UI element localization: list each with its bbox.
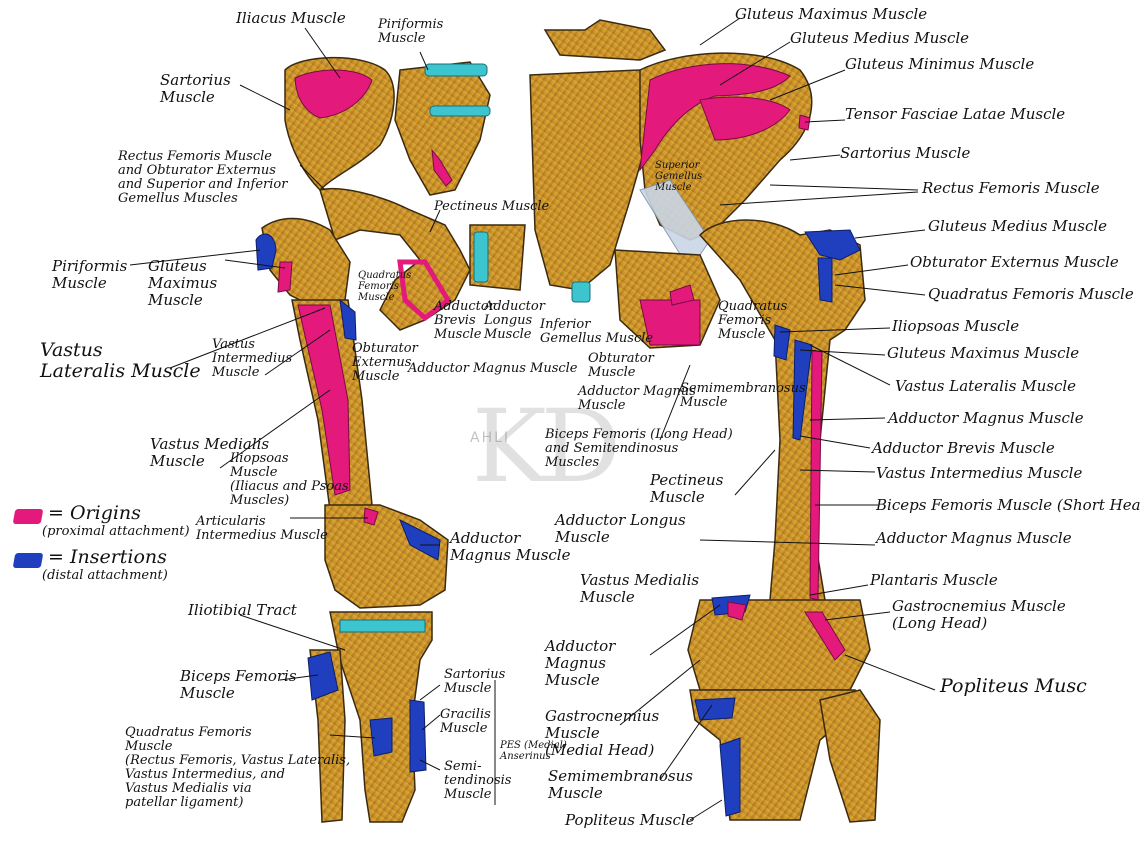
label-iliopsoas-right: Iliopsoas Muscle [892,317,1020,335]
posterior-tibia-fibula [689,689,881,823]
label-gracilis: Gracilis Muscle [440,707,491,736]
legend-origin-sub: (proximal attachment) [42,524,190,539]
label-gluteus-med-top: Gluteus Medius Muscle [790,29,970,47]
label-pectineus-right: Pectineus Muscle [650,471,724,506]
posterior-pelvis [529,19,813,349]
label-gastroc-long: Gastrocnemius Muscle (Long Head) [892,597,1066,632]
label-adductor-magnus-r: Adductor Magnus Muscle [888,409,1084,427]
label-quadratus-tibia: Quadratus Femoris Muscle (Rectus Femoris… [125,725,351,810]
label-adductor-longus-right: Adductor Longus Muscle [555,511,686,546]
leader-lines [129,17,936,821]
label-gluteus-max-right: Gluteus Maximus Muscle [735,5,928,23]
label-adductor-magnus-knee: Adductor Magnus Muscle [450,529,571,564]
origin-swatch [12,509,44,524]
label-gluteus-med-right: Gluteus Medius Muscle [928,217,1108,235]
label-vastus-medialis-left: Vastus Medialis Muscle [150,435,270,470]
label-iliacus: Iliacus Muscle [236,9,346,27]
label-sartorius-tibia: Sartorius Muscle [444,667,506,696]
watermark: KD [472,388,621,505]
label-superior-gemellus: Superior Gemellus Muscle [655,160,703,193]
label-iliopsoas-left: Iliopsoas Muscle (Iliacus and Psoas Musc… [230,451,349,508]
label-semimembranosus-mid: Semimembranosus Muscle [680,381,806,410]
label-adductor-magnus-r2: Adductor Magnus Muscle [876,529,1072,547]
label-quadratus-right: Quadratus Femoris Muscle [928,285,1134,303]
posterior-femur [687,219,871,691]
anterior-femur [255,217,449,609]
label-adductor-brevis-r: Adductor Brevis Muscle [872,439,1055,457]
label-semimembranosus-knee: Semimembranosus Muscle [548,767,693,802]
label-inferior-gemellus: Inferior Gemellus Muscle [540,317,654,346]
label-vastus-medialis-right: Vastus Medialis Muscle [580,571,700,606]
label-popliteus-top: Popliteus Musc [940,675,1087,697]
label-quadratus-mid: Quadratus Femoris Muscle [718,299,788,342]
label-rectus-right: Rectus Femoris Muscle [922,179,1100,197]
label-iliotibial: Iliotibial Tract [188,601,297,619]
insertion-swatch [12,553,44,568]
label-vastus-lateralis-left: Vastus Lateralis Muscle [40,339,201,382]
label-pectineus-left: Pectineus Muscle [434,199,550,214]
label-gluteus-max-r2: Gluteus Maximus Muscle [887,344,1080,362]
label-obturator-mid: Obturator Muscle [588,351,654,380]
label-adductor-magnus-mid: Adductor Magnus Muscle [578,384,696,413]
label-articularis: Articularis Intermedius Muscle [196,514,328,543]
anterior-tibia-fibula [307,611,433,823]
legend-insertion-sub: (distal attachment) [42,568,168,583]
label-gluteus-max-left: Gluteus Maximus Muscle [148,257,218,309]
label-gluteus-min: Gluteus Minimus Muscle [845,55,1035,73]
label-rectus-obturator: Rectus Femoris Muscle and Obturator Exte… [118,149,288,206]
label-vastus-inter-r: Vastus Intermedius Muscle [876,464,1083,482]
label-adductor-brevis-left: Adductor Brevis Muscle [434,299,495,342]
label-biceps-semi: Biceps Femoris (Long Head) and Semitendi… [545,427,733,470]
label-vastus-intermedius-left: Vastus Intermedius Muscle [212,337,293,380]
label-obturator-ext-right: Obturator Externus Muscle [910,253,1119,271]
label-plantaris: Plantaris Muscle [870,571,998,589]
label-sartorius-right: Sartorius Muscle [840,144,971,162]
label-adductor-magnus-knee-r: Adductor Magnus Muscle [545,637,616,689]
anterior-pelvis [284,56,526,331]
label-quadratus-small: Quadratus Femoris Muscle [358,270,412,303]
label-vastus-lat-right: Vastus Lateralis Muscle [895,377,1077,395]
label-gastroc-medial: Gastrocnemius Muscle (Medial Head) [545,707,660,759]
label-biceps-left: Biceps Femoris Muscle [180,667,297,702]
label-adductor-magnus-left: Adductor Magnus Muscle [408,361,578,376]
watermark-small: AHLI [470,430,511,446]
label-adductor-longus-left: Adductor Longus Muscle [484,299,545,342]
label-obturator-ext-left: Obturator Externus Muscle [352,341,418,384]
legend-origin-label: = Origins [48,502,141,524]
label-tensor: Tensor Fasciae Latae Muscle [845,105,1066,123]
label-pes: PES (Medial) Anserinus [500,740,567,762]
label-piriformis-left: Piriformis Muscle [52,257,128,292]
label-popliteus-bottom: Popliteus Muscle [565,811,695,829]
label-piriformis-top: Piriformis Muscle [378,17,444,46]
label-biceps-short: Biceps Femoris Muscle (Short Head) [876,496,1140,514]
legend-insertion-label: = Insertions [48,546,167,568]
label-sartorius-left: Sartorius Muscle [160,71,231,106]
label-semitendinosis: Semi- tendinosis Muscle [444,759,512,802]
